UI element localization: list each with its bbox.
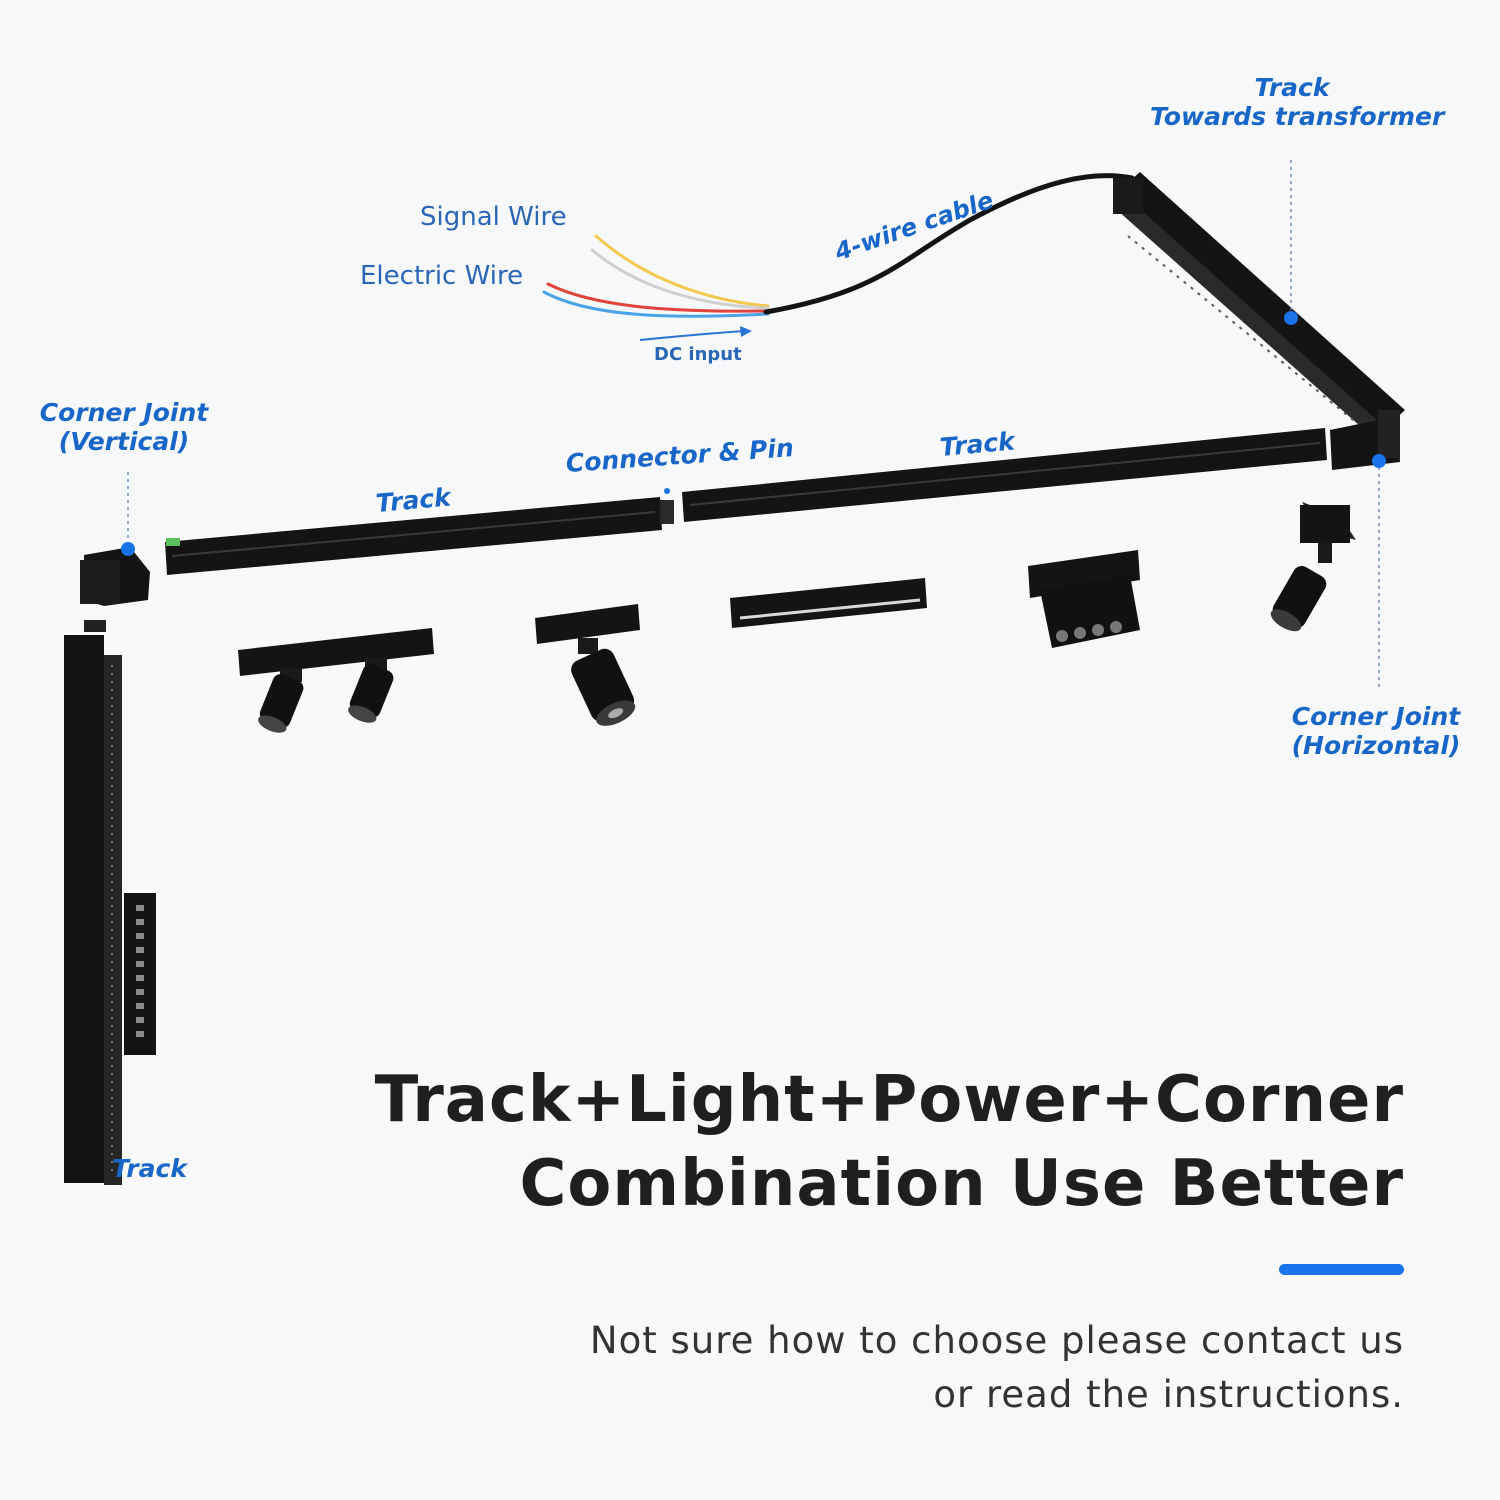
callout-dot-connector xyxy=(664,488,670,494)
grille-light-vertical xyxy=(124,893,156,1055)
single-spotlight xyxy=(535,604,640,726)
label-corner-horizontal-line1: Corner Joint xyxy=(1291,702,1461,731)
corner-joint-vertical xyxy=(80,547,150,606)
double-spotlight xyxy=(238,628,434,733)
headline-line2: Combination Use Better xyxy=(519,1147,1404,1221)
label-corner-horizontal-line2: (Horizontal) xyxy=(1291,730,1461,760)
label-electric-wire: Electric Wire xyxy=(360,261,524,291)
wires xyxy=(542,234,770,318)
callout-dot-corner-vertical xyxy=(121,542,135,556)
label-corner-joint-horizontal: Corner Joint (Horizontal) xyxy=(1290,702,1462,761)
signal-wire-yellow xyxy=(594,234,770,308)
track-towards-transformer xyxy=(1113,172,1405,443)
subtext-line2: or read the instructions. xyxy=(933,1373,1404,1416)
label-track-top-line2: Towards transformer xyxy=(1150,101,1445,131)
callout-dot-track-top xyxy=(1284,311,1298,325)
signal-wire-white xyxy=(590,248,770,310)
headline: Track+Light+Power+Corner Combination Use… xyxy=(375,1058,1404,1226)
electric-wire-red xyxy=(546,282,770,313)
four-wire-cable xyxy=(763,173,1135,315)
label-corner-vertical-line2: (Vertical) xyxy=(58,426,190,456)
subtext: Not sure how to choose please contact us… xyxy=(590,1314,1404,1422)
label-track-towards-transformer: Track Towards transformer xyxy=(1150,73,1445,132)
track-left xyxy=(165,497,662,575)
label-signal-wire: Signal Wire xyxy=(420,202,567,232)
accent-divider xyxy=(1279,1264,1404,1275)
track-vertical xyxy=(64,620,122,1185)
label-track-vertical: Track xyxy=(112,1154,187,1183)
label-dc-input: DC input xyxy=(654,344,742,365)
surface-spotlight xyxy=(1270,502,1356,632)
electric-wire-blue xyxy=(542,290,770,318)
headline-line1: Track+Light+Power+Corner xyxy=(374,1063,1404,1137)
label-corner-vertical-line1: Corner Joint xyxy=(39,398,209,427)
subtext-line1: Not sure how to choose please contact us xyxy=(589,1319,1404,1362)
dc-input-arrow xyxy=(639,326,752,341)
callout-dot-corner-horizontal xyxy=(1372,454,1386,468)
track-right xyxy=(682,428,1327,522)
linear-flood-light xyxy=(730,578,927,628)
label-track-top-line1: Track xyxy=(1254,73,1330,102)
connector-pin xyxy=(660,500,674,524)
label-corner-joint-vertical: Corner Joint (Vertical) xyxy=(38,398,210,457)
grille-light xyxy=(1028,550,1140,648)
callouts xyxy=(121,160,1386,690)
